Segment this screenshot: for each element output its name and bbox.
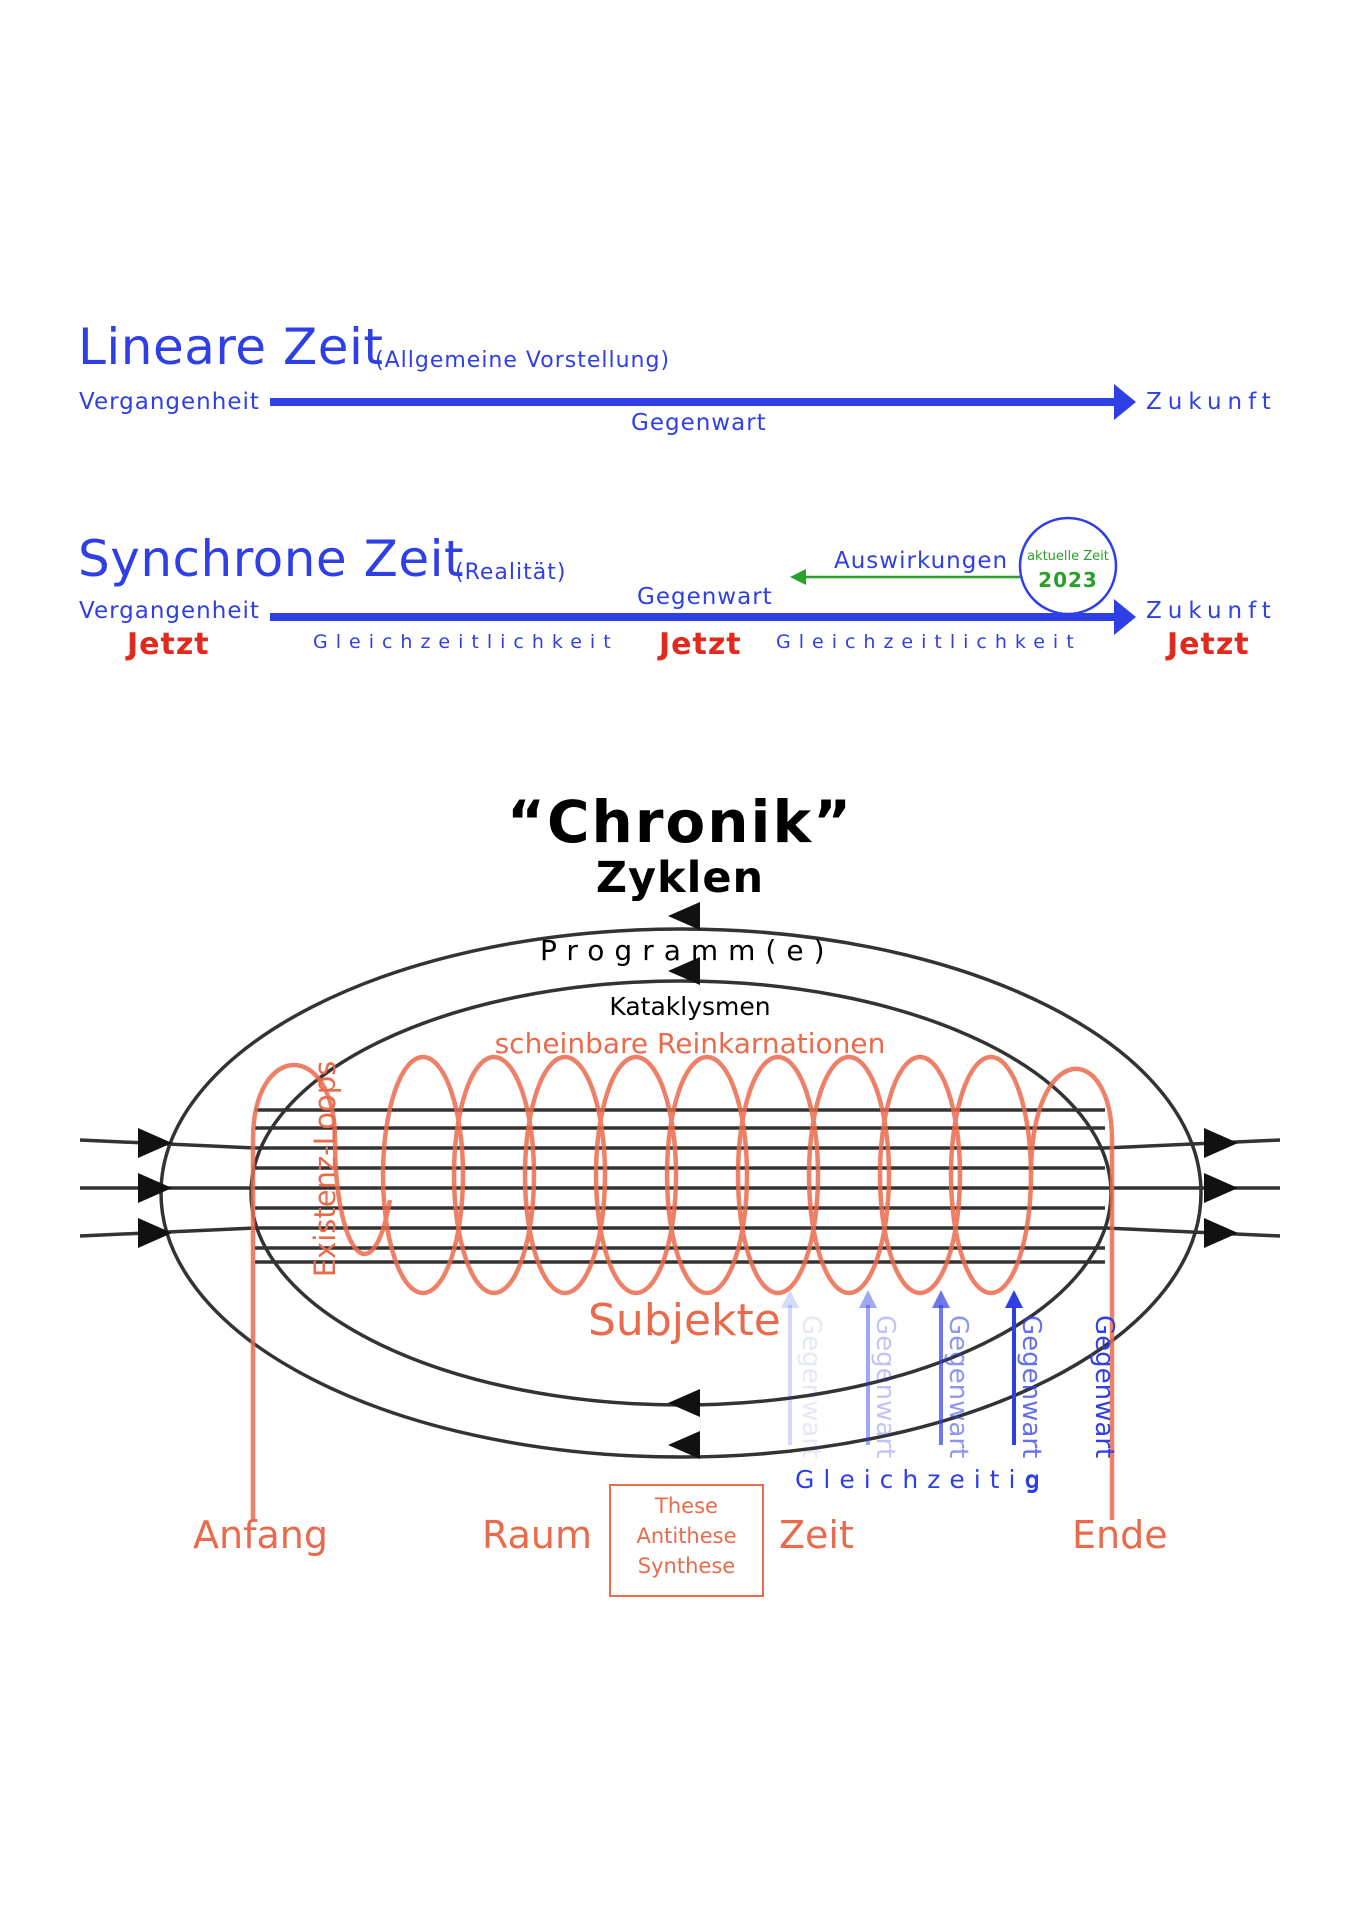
field-arrow-in-3 bbox=[138, 1218, 172, 1248]
synchron-future-label: Zukunft bbox=[1146, 598, 1277, 624]
loop-arrow-bottom-2 bbox=[668, 1431, 700, 1459]
loop-arrow-top-1 bbox=[668, 902, 700, 930]
field-arrow-out-2 bbox=[1204, 1173, 1238, 1203]
field-arrow-in-1 bbox=[138, 1128, 172, 1158]
chronik-title: “Chronik” bbox=[506, 788, 854, 856]
linear-arrowhead bbox=[1114, 384, 1136, 420]
synchron-present-label: Gegenwart bbox=[637, 584, 773, 610]
present-label-5: Gegenwart bbox=[1089, 1315, 1119, 1459]
linear-time-subtitle: (Allgemeine Vorstellung) bbox=[375, 348, 671, 373]
present-label-4: Gegenwart bbox=[1016, 1315, 1046, 1459]
effects-arrowhead bbox=[790, 569, 806, 585]
field-arrow-in-2 bbox=[138, 1173, 172, 1203]
existence-loops-label: Existenz-Loops bbox=[308, 1060, 342, 1278]
present-label-1: Gegenwart bbox=[796, 1315, 826, 1459]
current-time-circle bbox=[1018, 516, 1118, 616]
coil-loops bbox=[250, 1054, 1115, 1520]
dialectic-box bbox=[609, 1484, 764, 1597]
subjects-label: Subjekte bbox=[588, 1295, 781, 1346]
simultaneity-label-left: Gleichzeitlichkeit bbox=[313, 631, 619, 653]
end-label: Ende bbox=[1072, 1513, 1168, 1557]
now-label-present: Jetzt bbox=[659, 627, 742, 662]
chronik-subtitle: Zyklen bbox=[595, 853, 765, 903]
present-label-3: Gegenwart bbox=[943, 1315, 973, 1459]
synchron-past-label: Vergangenheit bbox=[79, 598, 260, 624]
synchron-arrowhead bbox=[1114, 599, 1136, 635]
current-time-label: aktuelle Zeit bbox=[1027, 549, 1109, 564]
synchron-time-subtitle: (Realität) bbox=[455, 560, 567, 585]
linear-future-label: Zukunft bbox=[1146, 389, 1277, 415]
simultaneity-label-right: Gleichzeitlichkeit bbox=[776, 631, 1082, 653]
cataclysms-label: Kataklysmen bbox=[609, 992, 771, 1021]
reincarnations-label: scheinbare Reinkarnationen bbox=[494, 1027, 886, 1060]
time-label: Zeit bbox=[779, 1513, 854, 1557]
loop-arrow-bottom-1 bbox=[668, 1389, 700, 1417]
effects-label: Auswirkungen bbox=[834, 548, 1009, 574]
linear-time-title: Lineare Zeit bbox=[78, 318, 384, 376]
start-label: Anfang bbox=[193, 1513, 328, 1557]
linear-present-label: Gegenwart bbox=[631, 410, 767, 436]
synthesis-label: Synthese bbox=[637, 1554, 736, 1578]
simultaneous-label: Gleichzeitig bbox=[795, 1465, 1050, 1494]
synchron-time-title: Synchrone Zeit bbox=[78, 530, 465, 588]
present-label-2: Gegenwart bbox=[870, 1315, 900, 1459]
programs-label: Programm(e) bbox=[540, 934, 835, 967]
simultaneous-tail: g bbox=[1026, 1468, 1039, 1492]
outer-field-loop-large bbox=[159, 927, 1203, 1459]
thesis-label: These bbox=[655, 1494, 718, 1518]
current-time-year: 2023 bbox=[1038, 568, 1098, 592]
field-arrow-out-1 bbox=[1204, 1128, 1238, 1158]
field-arrow-out-3 bbox=[1204, 1218, 1238, 1248]
space-label: Raum bbox=[482, 1513, 592, 1557]
loop-arrow-top-2 bbox=[668, 957, 700, 985]
now-label-past: Jetzt bbox=[127, 627, 210, 662]
present-arrows bbox=[781, 1290, 1023, 1445]
antithesis-label: Antithese bbox=[636, 1524, 737, 1548]
linear-past-label: Vergangenheit bbox=[79, 389, 260, 415]
now-label-future: Jetzt bbox=[1167, 627, 1250, 662]
